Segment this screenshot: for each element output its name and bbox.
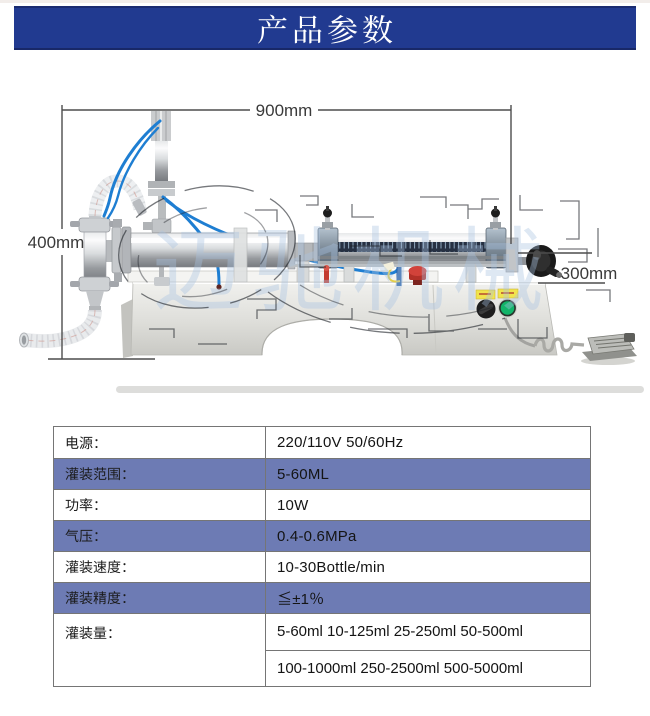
- spec-value: 5-60ML: [277, 465, 330, 483]
- spec-value: 220/110V 50/60Hz: [277, 434, 404, 451]
- spec-label: 灌装速度：: [54, 552, 266, 582]
- section-title: 产品参数: [257, 5, 397, 50]
- watermark: 迈驰机械: [118, 185, 611, 345]
- ground-shadow: [116, 357, 644, 393]
- spec-label: 灌装精度：: [54, 583, 266, 613]
- spec-label: 气压：: [54, 521, 266, 551]
- spec-value: ≦±1％: [277, 590, 325, 608]
- dim-height-label: 400mm: [28, 233, 85, 252]
- dimension-labels: 900mm 400mm 300mm: [28, 101, 618, 283]
- section-header-bar: 产品参数: [14, 6, 636, 50]
- spec-value-line2: 100-1000ml 250-2500ml 500-5000ml: [277, 659, 523, 677]
- relief-valve: [408, 266, 427, 285]
- watermark-text: 迈驰机械: [152, 197, 552, 330]
- spec-label: 功率：: [54, 490, 266, 520]
- spec-row-filling-volume: 灌装量： 5-60ml 10-125ml 25-250ml 50-500ml 1…: [54, 614, 590, 687]
- machine-figure: 迈驰机械: [19, 101, 644, 393]
- dim-width-label: 900mm: [256, 101, 313, 120]
- spec-label: 灌装范围：: [54, 459, 266, 489]
- spec-value: 0.4-0.6MPa: [277, 527, 357, 545]
- dimension-lines: [48, 105, 605, 360]
- spec-row-filling-range: 灌装范围： 5-60ML: [54, 459, 590, 490]
- spec-label: 灌装量：: [54, 614, 266, 686]
- spec-row-power: 电源： 220/110V 50/60Hz: [54, 427, 590, 459]
- control-panel: [475, 288, 519, 319]
- page-top-strip: [0, 0, 650, 3]
- bleed-valve-right: [490, 206, 501, 230]
- foot-pedal: [503, 317, 637, 361]
- drain-hose: [19, 309, 102, 349]
- spec-value-line1: 5-60ml 10-125ml 25-250ml 50-500ml: [266, 614, 590, 651]
- spec-table: 电源： 220/110V 50/60Hz 灌装范围： 5-60ML 功率： 10…: [53, 426, 591, 687]
- spec-value: 10-30Bottle/min: [277, 558, 386, 576]
- spec-value-stack: 5-60ml 10-125ml 25-250ml 50-500ml 100-10…: [266, 614, 590, 686]
- air-cylinder: [290, 206, 518, 285]
- spec-value: 10W: [277, 496, 309, 514]
- spec-label: 电源：: [54, 427, 266, 458]
- spec-row-air-pressure: 气压： 0.4-0.6MPa: [54, 521, 590, 552]
- dim-depth-label: 300mm: [561, 264, 618, 283]
- spec-row-filling-speed: 灌装速度： 10-30Bottle/min: [54, 552, 590, 583]
- bleed-valve-left: [322, 206, 333, 230]
- spec-row-wattage: 功率： 10W: [54, 490, 590, 521]
- spec-row-filling-accuracy: 灌装精度： ≦±1％: [54, 583, 590, 614]
